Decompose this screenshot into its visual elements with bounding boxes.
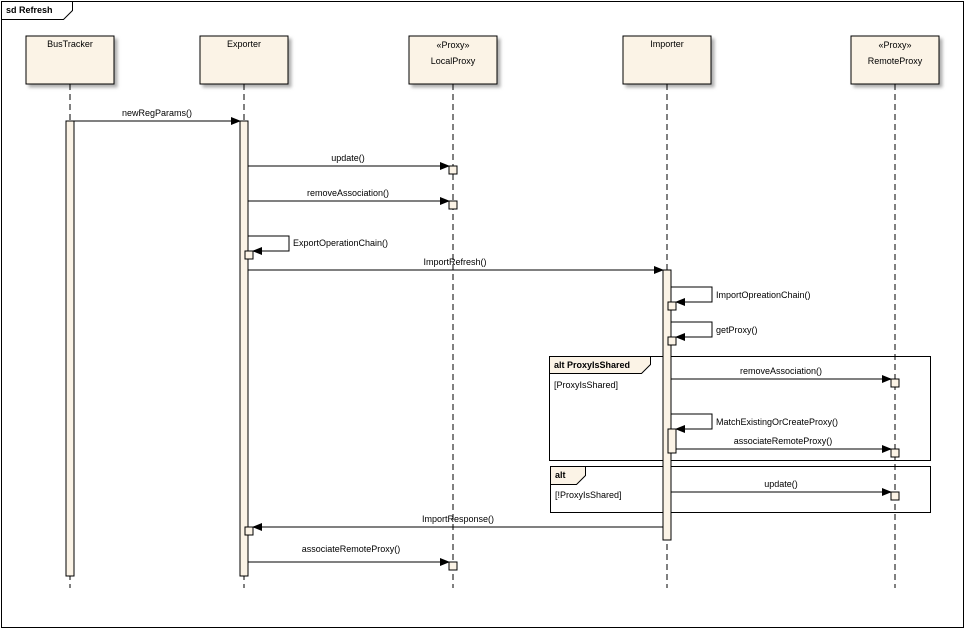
message-label: removeAssociation() — [740, 366, 822, 376]
lifeline-name: BusTracker — [47, 39, 93, 49]
message-label: removeAssociation() — [307, 188, 389, 198]
activation-exporter-return — [244, 526, 254, 536]
fragment-guard: [ProxyIsShared] — [554, 380, 618, 390]
message-label: update() — [764, 479, 798, 489]
lifeline-head-bustracker[interactable]: BusTracker — [25, 35, 115, 85]
lifeline-name: LocalProxy — [431, 56, 476, 66]
activation-remoteproxy — [890, 378, 900, 388]
message-label: ExportOperationChain() — [293, 238, 388, 248]
message-label: associateRemoteProxy() — [734, 436, 833, 446]
message-importrefresh[interactable]: ImportRefresh() — [248, 257, 664, 274]
lifeline-head-importer[interactable]: Importer — [622, 35, 712, 85]
alt-fragment-proxyisshared: alt ProxyIsShared [ProxyIsShared] — [549, 356, 931, 461]
message-label: update() — [331, 153, 365, 163]
activation-localproxy — [448, 165, 458, 175]
activation-importer — [662, 269, 672, 541]
lifeline-stereotype: «Proxy» — [436, 40, 469, 50]
message-label: newRegParams() — [122, 108, 192, 118]
message-importopreationchain[interactable]: ImportOpreationChain() — [671, 286, 811, 306]
lifeline-head-localproxy[interactable]: «Proxy» LocalProxy — [408, 35, 498, 85]
fragment-guard: [!ProxyIsShared] — [555, 490, 622, 500]
message-newregparams[interactable]: newRegParams() — [74, 108, 241, 125]
message-getproxy[interactable]: getProxy() — [671, 321, 758, 341]
message-update-remoteproxy[interactable]: update() — [671, 479, 892, 496]
activation-importer-self — [667, 336, 677, 346]
lifeline-stereotype: «Proxy» — [878, 40, 911, 50]
lifeline-name: Exporter — [227, 39, 261, 49]
frame-label: sd Refresh — [6, 5, 53, 15]
message-associateremoteproxy-remote[interactable]: associateRemoteProxy() — [676, 436, 892, 453]
fragment-operator: alt ProxyIsShared — [554, 360, 630, 370]
message-importresponse[interactable]: ImportResponse() — [252, 514, 663, 531]
activation-importer-nested — [667, 428, 677, 454]
activation-importer-self — [667, 301, 677, 311]
message-label: MatchExistingOrCreateProxy() — [716, 417, 838, 427]
activation-exporter — [239, 120, 249, 577]
message-removeassociation-localproxy[interactable]: removeAssociation() — [248, 188, 450, 205]
message-associateremoteproxy-local[interactable]: associateRemoteProxy() — [248, 544, 450, 566]
lifeline-head-exporter[interactable]: Exporter — [199, 35, 289, 85]
activation-exporter-self — [244, 250, 254, 260]
message-label: ImportOpreationChain() — [716, 290, 811, 300]
activation-remoteproxy — [890, 448, 900, 458]
activation-bustracker — [65, 120, 75, 577]
message-exportoperationchain[interactable]: ExportOperationChain() — [248, 235, 388, 255]
fragment-operator: alt — [555, 470, 566, 480]
activation-remoteproxy — [890, 491, 900, 501]
activation-localproxy — [448, 200, 458, 210]
activation-localproxy — [448, 561, 458, 571]
message-label: getProxy() — [716, 325, 758, 335]
message-update-localproxy[interactable]: update() — [248, 153, 450, 170]
message-label: ImportRefresh() — [423, 257, 486, 267]
message-removeassociation-remoteproxy[interactable]: removeAssociation() — [671, 366, 892, 383]
message-label: associateRemoteProxy() — [302, 544, 401, 554]
lifeline-name: Importer — [650, 39, 684, 49]
message-matchexistingorcreateproxy[interactable]: MatchExistingOrCreateProxy() — [671, 413, 838, 433]
lifeline-head-remoteproxy[interactable]: «Proxy» RemoteProxy — [850, 35, 940, 85]
lifeline-name: RemoteProxy — [868, 56, 923, 66]
message-label: ImportResponse() — [422, 514, 494, 524]
alt-fragment-not-proxyisshared: alt [!ProxyIsShared] — [550, 466, 931, 513]
